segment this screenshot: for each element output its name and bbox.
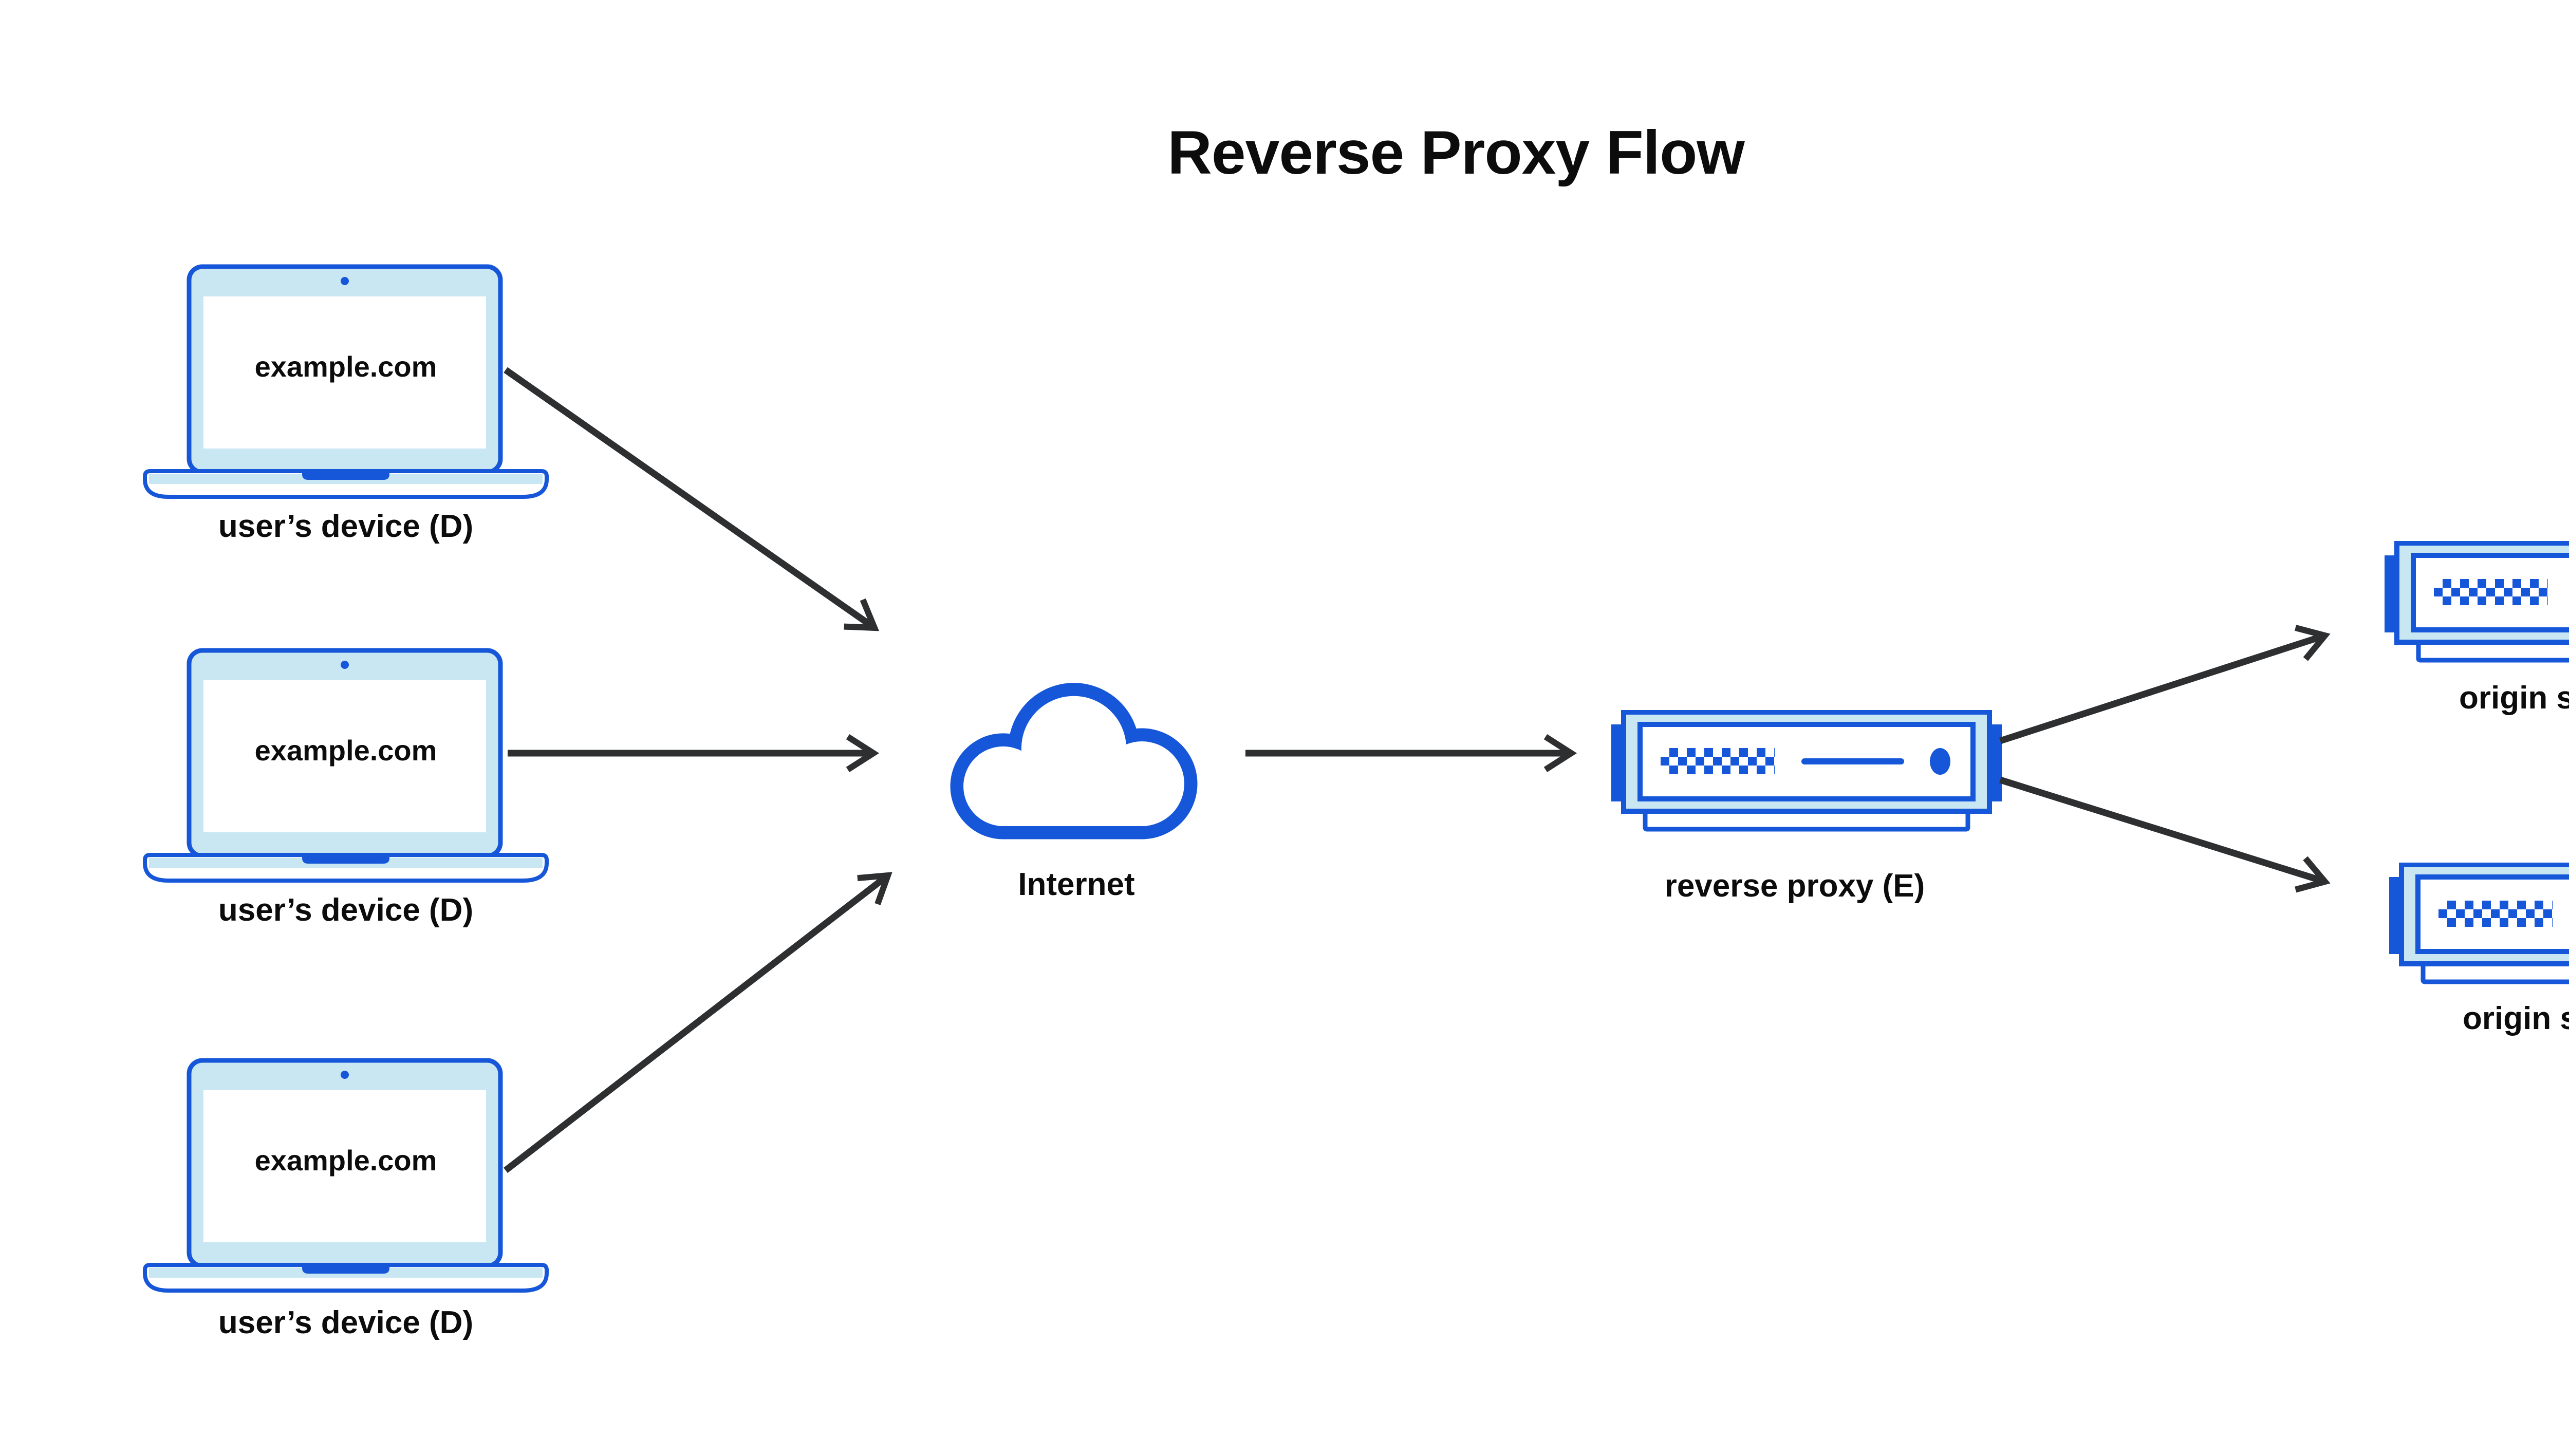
user-device-caption: user’s device (D) bbox=[218, 1305, 474, 1340]
user-device-caption: user’s device (D) bbox=[218, 892, 474, 928]
user-device-screen-label: example.com bbox=[254, 350, 437, 383]
camera-dot-icon bbox=[341, 661, 349, 669]
arrow-proxy-to-origin2 bbox=[1999, 776, 2331, 893]
vent-dots-icon bbox=[2434, 579, 2548, 605]
server-icon bbox=[1611, 710, 2002, 832]
server-icon bbox=[2389, 863, 2569, 984]
page-title: Reverse Proxy Flow bbox=[1167, 118, 1745, 187]
laptop-icon bbox=[143, 648, 549, 883]
reverse-proxy-label: reverse proxy (E) bbox=[1664, 868, 1925, 904]
laptop-icon bbox=[143, 264, 549, 499]
laptop-icon bbox=[143, 1058, 549, 1293]
user-device-screen-label: example.com bbox=[254, 1144, 437, 1177]
server-icon bbox=[2385, 541, 2569, 663]
user-device-screen-label: example.com bbox=[254, 734, 437, 767]
vent-dots-icon bbox=[2438, 901, 2553, 927]
origin-server-label: origin server (F) bbox=[2463, 1001, 2569, 1036]
camera-dot-icon bbox=[341, 1071, 349, 1079]
origin-server-label: origin server (F) bbox=[2459, 680, 2569, 716]
camera-dot-icon bbox=[341, 277, 349, 285]
arrow-device3-to-internet bbox=[504, 872, 892, 1173]
cloud-icon bbox=[950, 683, 1198, 839]
arrow-device1-to-internet bbox=[504, 367, 880, 631]
drive-slot-icon bbox=[1801, 758, 1904, 764]
vent-dots-icon bbox=[1661, 748, 1775, 774]
internet-label: Internet bbox=[1018, 867, 1135, 902]
arrow-proxy-to-origin1 bbox=[1999, 625, 2331, 744]
user-device-caption: user’s device (D) bbox=[218, 509, 474, 544]
power-light-icon bbox=[1930, 748, 1950, 775]
